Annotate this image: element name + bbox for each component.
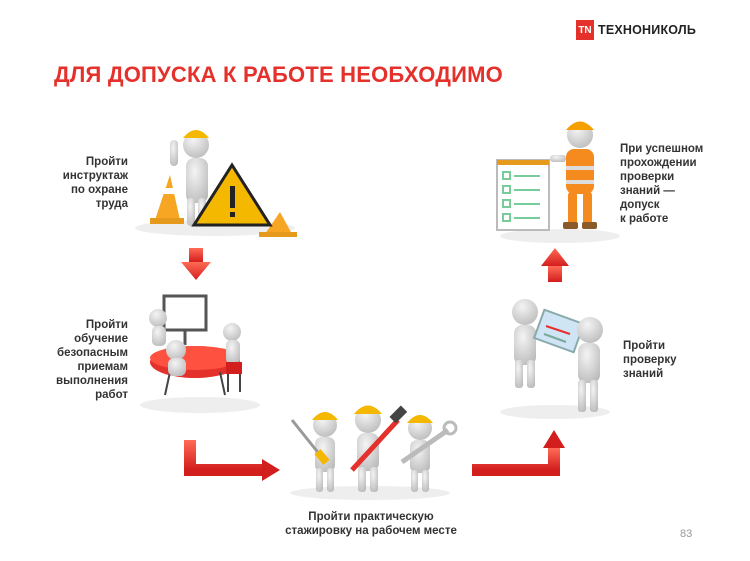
step-5-label: При успешном прохождении проверки знаний… <box>620 143 704 225</box>
workers-with-tools-icon <box>290 405 458 500</box>
slide-title: ДЛЯ ДОПУСКА К РАБОТЕ НЕОБХОДИМО <box>54 62 503 87</box>
step-2-label: Пройти обучение безопасным приемам выпол… <box>56 319 128 401</box>
page-number: 83 <box>680 528 693 540</box>
arrow-to-step-4-icon <box>472 430 565 476</box>
logo-text: ТЕХНОНИКОЛЬ <box>598 23 697 37</box>
worker-checklist-icon <box>496 121 620 243</box>
training-meeting-icon <box>140 294 260 413</box>
knowledge-check-icon <box>500 299 610 419</box>
company-logo: TN ТЕХНОНИКОЛЬ <box>576 20 696 40</box>
step-1-label: Пройти инструктаж по охране труда <box>62 156 128 210</box>
arrow-to-step-3-icon <box>184 440 280 481</box>
step-4-label: Пройти проверку знаний <box>623 340 677 380</box>
logo-mark-icon: TN <box>576 20 594 40</box>
worker-warning-sign-icon <box>135 130 297 237</box>
arrow-up-icon <box>541 248 569 282</box>
arrow-down-1-icon <box>181 248 211 280</box>
step-3-label: Пройти практическую стажировку на рабоче… <box>285 511 457 537</box>
